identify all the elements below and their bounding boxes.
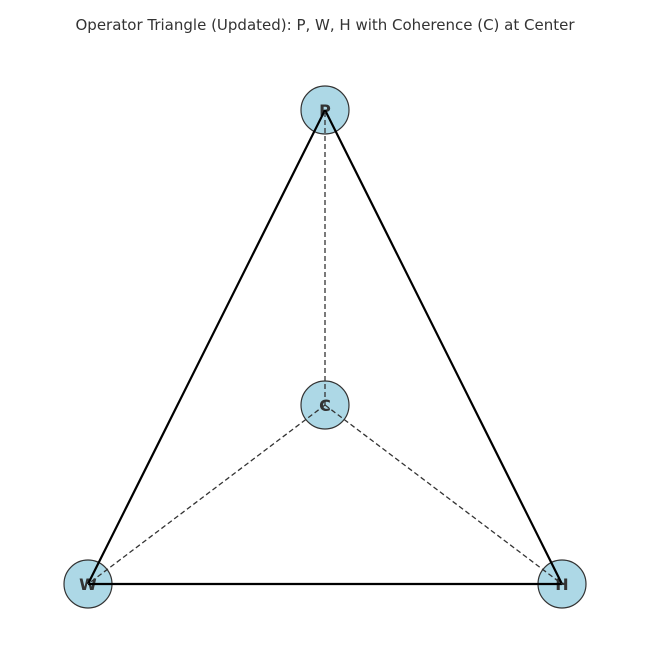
edge-p-w bbox=[87, 109, 326, 585]
diagram-title: Operator Triangle (Updated): P, W, H wit… bbox=[75, 16, 575, 34]
edge-c-h bbox=[324, 404, 563, 585]
edge-c-w bbox=[87, 404, 326, 585]
edge-h-p bbox=[324, 109, 563, 585]
